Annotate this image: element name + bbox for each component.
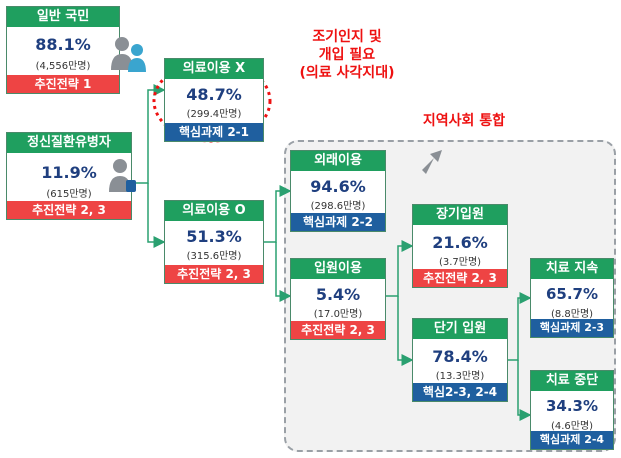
node-footer: 핵심과제 2-3	[531, 319, 613, 337]
node-inpatient: 입원이용 5.4% (17.0만명) 추진전략 2, 3	[290, 258, 386, 340]
node-pct: 78.4%	[432, 347, 488, 366]
node-pct: 34.3%	[545, 397, 599, 415]
node-header: 입원이용	[291, 259, 385, 279]
community-label: 지역사회 통합	[422, 113, 506, 129]
node-long: 장기입원 21.6% (3.7만명) 추진전략 2, 3	[412, 204, 508, 288]
node-header: 장기입원	[413, 205, 507, 225]
arrow-icon	[422, 150, 442, 174]
early-note: 조기인지 및 개입 필요 (의료 사각지대)	[272, 28, 422, 82]
node-pct: 48.7%	[186, 85, 242, 104]
node-header: 의료이용 X	[165, 59, 263, 79]
early-note-line2: 개입 필요	[318, 47, 376, 63]
node-header: 의료이용 O	[165, 201, 263, 221]
person-icon	[111, 37, 146, 72]
node-footer: 추진전략 2, 3	[413, 269, 507, 287]
node-sub: (298.6만명)	[310, 201, 366, 212]
early-note-line3: (의료 사각지대)	[299, 65, 395, 81]
node-header: 정신질환유병자	[7, 133, 131, 153]
node-short: 단기 입원 78.4% (13.3만명) 핵심2-3, 2-4	[412, 318, 508, 402]
node-pct: 5.4%	[315, 285, 361, 304]
node-use: 의료이용 O 51.3% (315.6만명) 추진전략 2, 3	[164, 200, 264, 284]
person-icon	[109, 159, 136, 192]
node-pct: 11.9%	[41, 163, 97, 182]
node-outpatient: 외래이용 94.6% (298.6만명) 핵심과제 2-2	[290, 150, 386, 232]
node-header: 치료 지속	[531, 259, 613, 279]
node-pct: 88.1%	[35, 35, 91, 54]
node-header: 외래이용	[291, 151, 385, 171]
node-footer: 추진전략 1	[7, 75, 119, 93]
node-sub: (4,556만명)	[35, 61, 91, 72]
node-stop: 치료 중단 34.3% (4.6만명) 핵심과제 2-4	[530, 370, 614, 450]
node-sub: (615만명)	[46, 189, 92, 200]
early-note-line1: 조기인지 및	[312, 29, 382, 45]
node-footer: 핵심2-3, 2-4	[413, 383, 507, 401]
node-sub: (315.6만명)	[186, 251, 242, 262]
node-pct: 51.3%	[186, 227, 242, 246]
node-continue: 치료 지속 65.7% (8.8만명) 핵심과제 2-3	[530, 258, 614, 338]
node-footer: 핵심과제 2-4	[531, 431, 613, 449]
node-footer: 핵심과제 2-2	[291, 213, 385, 231]
node-sub: (8.8만명)	[550, 309, 594, 320]
node-pct: 21.6%	[432, 233, 488, 252]
node-header: 단기 입원	[413, 319, 507, 339]
node-sub: (13.3만명)	[435, 371, 485, 382]
node-header: 치료 중단	[531, 371, 613, 391]
node-sub: (17.0만명)	[313, 309, 363, 320]
node-no-use: 의료이용 X 48.7% (299.4만명) 핵심과제 2-1	[164, 58, 264, 142]
node-sub: (299.4만명)	[186, 109, 242, 120]
node-footer: 추진전략 2, 3	[7, 201, 131, 219]
node-header: 일반 국민	[7, 7, 119, 27]
node-footer: 추진전략 2, 3	[165, 265, 263, 283]
node-patients: 정신질환유병자 11.9% (615만명) 추진전략 2, 3	[6, 132, 132, 220]
node-footer: 추진전략 2, 3	[291, 321, 385, 339]
node-sub: (3.7만명)	[438, 257, 482, 268]
node-pct: 65.7%	[545, 285, 599, 303]
node-footer: 핵심과제 2-1	[165, 123, 263, 141]
node-sub: (4.6만명)	[550, 421, 594, 432]
node-pct: 94.6%	[310, 177, 366, 196]
node-general: 일반 국민 88.1% (4,556만명) 추진전략 1	[6, 6, 120, 94]
